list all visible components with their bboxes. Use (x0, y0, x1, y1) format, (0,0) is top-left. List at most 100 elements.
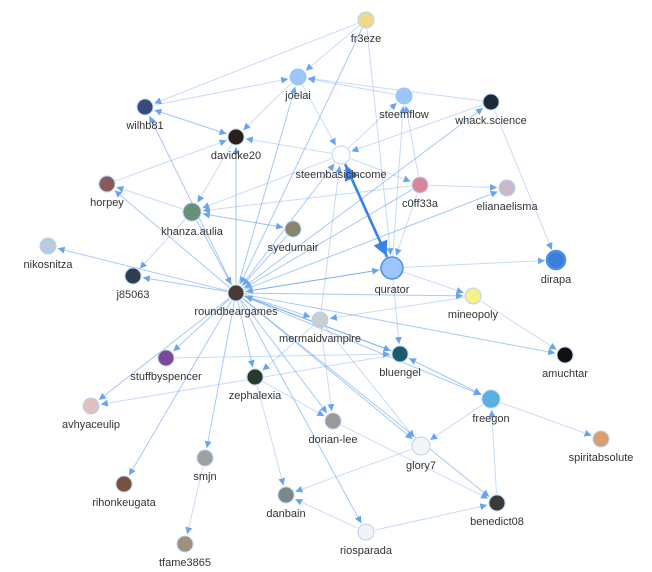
node-dirapa[interactable]: dirapa (541, 249, 572, 286)
node-label: fr3eze (351, 33, 382, 45)
node-j85063[interactable]: j85063 (115, 267, 150, 301)
node-davidke20[interactable]: davidke20 (211, 128, 261, 162)
avatar-stuffbyspencer[interactable] (157, 349, 175, 367)
node-fr3eze[interactable]: fr3eze (351, 11, 382, 45)
avatar-danbain[interactable] (277, 486, 295, 504)
edge-roundbeargames-to-joelai (238, 86, 297, 285)
avatar-tfame3865[interactable] (176, 535, 194, 553)
node-label: avhyaceulip (62, 419, 120, 431)
node-rihonkeugata[interactable]: rihonkeugata (92, 475, 157, 509)
avatar-dirapa[interactable] (545, 249, 567, 271)
node-benedict08[interactable]: benedict08 (470, 494, 524, 528)
edge-wilhb81-to-joelai (153, 76, 289, 106)
node-tfame3865[interactable]: tfame3865 (159, 535, 211, 569)
avatar-c0ff33a[interactable] (411, 176, 429, 194)
node-avhyaceulip[interactable]: avhyaceulip (62, 397, 120, 431)
avatar-benedict08[interactable] (488, 494, 506, 512)
avatar-avhyaceulip[interactable] (82, 397, 100, 415)
edge-roundbeargames-to-horpey (114, 190, 230, 288)
node-label: davidke20 (211, 150, 261, 162)
avatar-smjn[interactable] (196, 449, 214, 467)
avatar-qurator[interactable] (380, 256, 404, 280)
node-label: riosparada (340, 545, 393, 557)
node-steembasicincome[interactable]: steembasicincome (295, 145, 387, 181)
node-smjn[interactable]: smjn (193, 449, 217, 483)
avatar-mineopoly[interactable] (464, 287, 482, 305)
node-joelai[interactable]: joelai (284, 68, 311, 102)
avatar-rihonkeugata[interactable] (115, 475, 133, 493)
avatar-steemflow[interactable] (395, 87, 413, 105)
avatar-riosparada[interactable] (357, 523, 375, 541)
avatar-elianaelisma[interactable] (498, 179, 516, 197)
node-riosparada[interactable]: riosparada (340, 523, 393, 557)
avatar-spiritabsolute[interactable] (592, 430, 610, 448)
avatar-glory7[interactable] (411, 436, 431, 456)
avatar-zephalexia[interactable] (246, 368, 264, 386)
edge-layer (57, 22, 592, 535)
edge-whack.science-to-joelai (307, 75, 483, 102)
node-label: benedict08 (470, 516, 524, 528)
node-roundbeargames[interactable]: roundbeargames (194, 284, 278, 318)
edge-horpey-to-davidke20 (115, 139, 227, 182)
edge-mineopoly-to-amuchtar (480, 300, 557, 351)
node-label: mermaidvampire (279, 333, 361, 345)
node-label: stuffbyspencer (130, 371, 202, 383)
avatar-davidke20[interactable] (227, 128, 245, 146)
node-mineopoly[interactable]: mineopoly (448, 287, 499, 321)
avatar-dorian-lee[interactable] (324, 412, 342, 430)
node-mermaidvampire[interactable]: mermaidvampire (279, 311, 361, 345)
node-c0ff33a[interactable]: c0ff33a (402, 176, 439, 210)
edge-dorian-lee-to-benedict08 (340, 424, 489, 499)
node-khanza-aulia[interactable]: khanza.aulia (161, 202, 224, 238)
node-wilhb81[interactable]: wilhb81 (125, 98, 164, 132)
node-label: horpey (90, 197, 124, 209)
edge-steembasicincome-to-khanza.aulia (202, 158, 332, 209)
node-nikosnitza[interactable]: nikosnitza (24, 237, 74, 271)
node-label: spiritabsolute (569, 452, 634, 464)
edge-fr3eze-to-roundbeargames (239, 27, 363, 285)
avatar-roundbeargames[interactable] (227, 284, 245, 302)
edge-khanza.aulia-to-roundbeargames (196, 220, 232, 285)
edge-syedumair-to-roundbeargames (242, 235, 288, 286)
node-label: smjn (193, 471, 216, 483)
avatar-nikosnitza[interactable] (39, 237, 57, 255)
avatar-freegon[interactable] (481, 389, 501, 409)
avatar-amuchtar[interactable] (556, 346, 574, 364)
edge-whack.science-to-steembasicincome (351, 104, 483, 153)
avatar-horpey[interactable] (98, 175, 116, 193)
edge-qurator-to-mineopoly (403, 271, 464, 294)
node-zephalexia[interactable]: zephalexia (229, 368, 282, 402)
avatar-bluengel[interactable] (391, 345, 409, 363)
node-elianaelisma[interactable]: elianaelisma (476, 179, 538, 213)
edge-mermaidvampire-to-steembasicincome (320, 165, 343, 312)
node-qurator[interactable]: qurator (375, 256, 410, 296)
node-bluengel[interactable]: bluengel (379, 345, 421, 379)
avatar-syedumair[interactable] (284, 220, 302, 238)
avatar-fr3eze[interactable] (357, 11, 375, 29)
edge-davidke20-to-khanza.aulia (197, 144, 232, 203)
avatar-mermaidvampire[interactable] (311, 311, 329, 329)
node-label: tfame3865 (159, 557, 211, 569)
avatar-khanza-aulia[interactable] (182, 202, 202, 222)
avatar-whack-science[interactable] (482, 93, 500, 111)
node-spiritabsolute[interactable]: spiritabsolute (569, 430, 634, 464)
node-label: roundbeargames (194, 306, 278, 318)
edge-smjn-to-tfame3865 (185, 466, 204, 535)
node-stuffbyspencer[interactable]: stuffbyspencer (130, 349, 202, 383)
edge-syedumair-to-khanza.aulia (202, 211, 285, 228)
node-amuchtar[interactable]: amuchtar (542, 346, 588, 380)
edge-qurator-to-dirapa (403, 257, 546, 268)
node-whack-science[interactable]: whack.science (454, 93, 527, 127)
node-dorian-lee[interactable]: dorian-lee (309, 412, 358, 446)
avatar-steembasicincome[interactable] (331, 145, 351, 165)
avatar-j85063[interactable] (124, 267, 142, 285)
edge-riosparada-to-danbain (294, 498, 359, 529)
node-danbain[interactable]: danbain (266, 486, 306, 520)
node-glory7[interactable]: glory7 (406, 436, 436, 472)
node-syedumair[interactable]: syedumair (268, 220, 319, 254)
node-steemflow[interactable]: steemflow (379, 87, 429, 121)
avatar-joelai[interactable] (289, 68, 307, 86)
node-freegon[interactable]: freegon (472, 389, 510, 425)
node-horpey[interactable]: horpey (90, 175, 124, 209)
avatar-wilhb81[interactable] (136, 98, 154, 116)
